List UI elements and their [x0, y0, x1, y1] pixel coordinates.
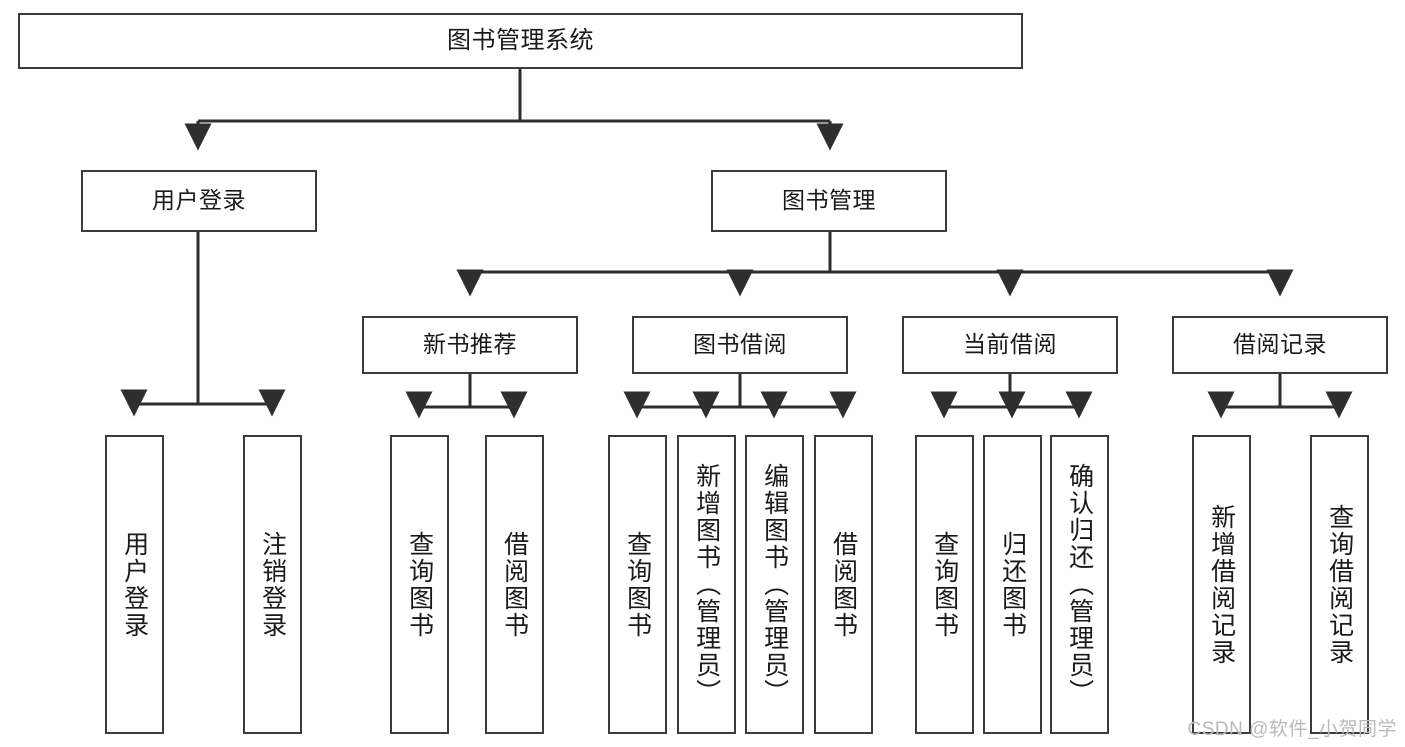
node-leaf-query-record[interactable]: 查询借阅记录	[1310, 435, 1369, 734]
node-leaf-add-book[interactable]: 新增图书（管理员）	[677, 435, 736, 734]
node-leaf-logout-label: 注销登录	[258, 530, 287, 639]
node-user-login-label: 用户登录	[152, 187, 246, 214]
watermark-text: CSDN @软件_小贺同学	[1187, 719, 1397, 740]
node-leaf-borrow-book-2-label: 借阅图书	[829, 530, 858, 639]
node-leaf-query-book-1-label: 查询图书	[405, 530, 434, 639]
node-leaf-edit-book-label: 编辑图书（管理员）	[760, 463, 789, 706]
node-current-borrow-label: 当前借阅	[963, 331, 1057, 358]
node-borrow-record[interactable]: 借阅记录	[1172, 316, 1388, 374]
node-book-borrow-label: 图书借阅	[693, 331, 787, 358]
node-leaf-confirm-return[interactable]: 确认归还（管理员）	[1050, 435, 1109, 734]
node-leaf-edit-book[interactable]: 编辑图书（管理员）	[745, 435, 804, 734]
node-leaf-borrow-book-1-label: 借阅图书	[500, 530, 529, 639]
node-book-borrow[interactable]: 图书借阅	[632, 316, 848, 374]
node-leaf-query-book-2[interactable]: 查询图书	[608, 435, 667, 734]
node-leaf-confirm-return-label: 确认归还（管理员）	[1065, 463, 1094, 706]
node-root-label: 图书管理系统	[447, 26, 594, 54]
node-book-manage-label: 图书管理	[782, 187, 876, 214]
node-leaf-query-book-3[interactable]: 查询图书	[915, 435, 974, 734]
node-leaf-query-book-3-label: 查询图书	[930, 530, 959, 639]
node-leaf-return-book-label: 归还图书	[998, 530, 1027, 639]
node-root[interactable]: 图书管理系统	[18, 13, 1023, 69]
node-user-login[interactable]: 用户登录	[81, 170, 317, 232]
node-leaf-user-login[interactable]: 用户登录	[105, 435, 164, 734]
node-leaf-return-book[interactable]: 归还图书	[983, 435, 1042, 734]
node-borrow-record-label: 借阅记录	[1233, 331, 1327, 358]
node-leaf-query-record-label: 查询借阅记录	[1325, 503, 1354, 666]
node-leaf-borrow-book-1[interactable]: 借阅图书	[485, 435, 544, 734]
node-new-book-rec[interactable]: 新书推荐	[362, 316, 578, 374]
node-leaf-add-record-label: 新增借阅记录	[1207, 503, 1236, 666]
node-leaf-logout[interactable]: 注销登录	[243, 435, 302, 734]
node-new-book-rec-label: 新书推荐	[423, 331, 517, 358]
node-leaf-query-book-1[interactable]: 查询图书	[390, 435, 449, 734]
node-current-borrow[interactable]: 当前借阅	[902, 316, 1118, 374]
node-leaf-add-book-label: 新增图书（管理员）	[692, 463, 721, 706]
node-book-manage[interactable]: 图书管理	[711, 170, 947, 232]
node-leaf-query-book-2-label: 查询图书	[623, 530, 652, 639]
node-leaf-user-login-label: 用户登录	[120, 530, 149, 639]
node-leaf-borrow-book-2[interactable]: 借阅图书	[814, 435, 873, 734]
node-leaf-add-record[interactable]: 新增借阅记录	[1192, 435, 1251, 734]
